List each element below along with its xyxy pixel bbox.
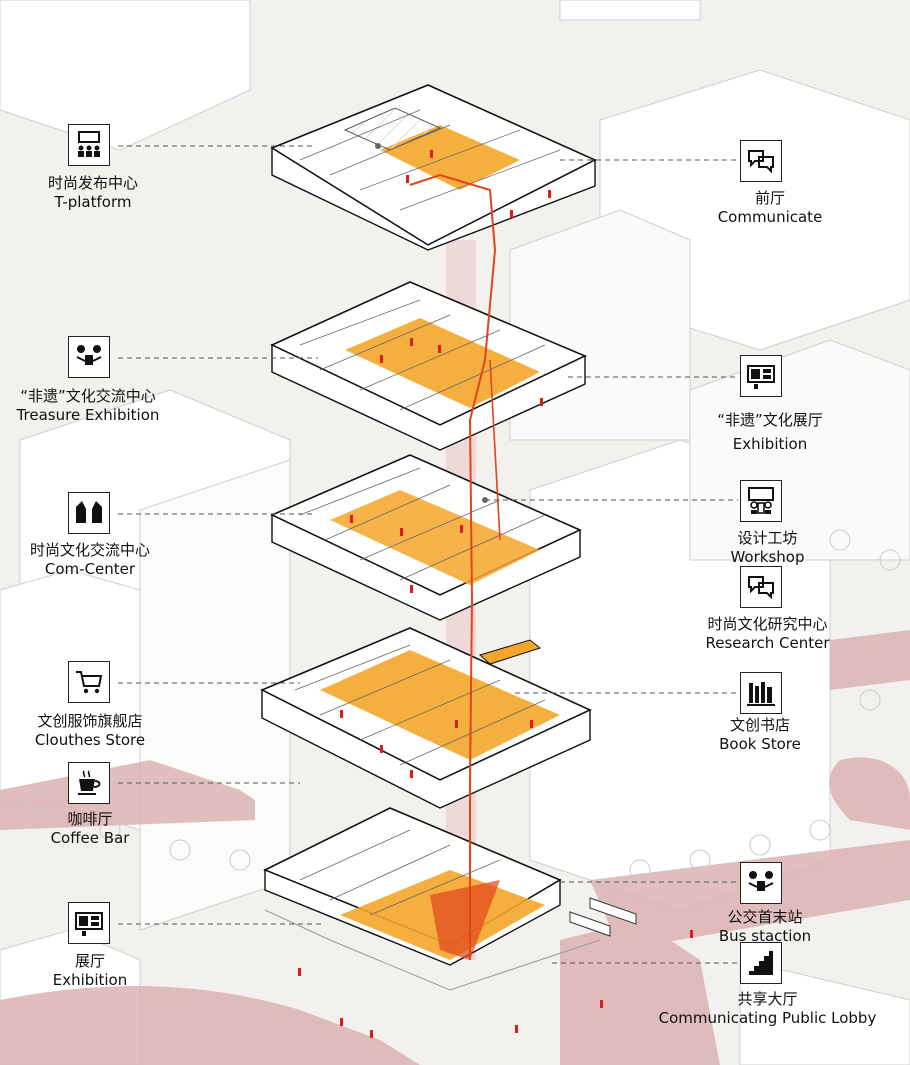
label-research-center: 时尚文化研究中心 Research Center [690,615,845,653]
leader-dot [375,143,381,149]
trees [29,529,901,881]
exhibition-board-icon [68,902,110,944]
label-en: Exhibition [52,971,128,989]
label-zh: 展厅 [74,952,105,970]
label-com-center: 时尚文化交流中心 Com-Center [10,541,170,579]
label-zh: 时尚发布中心 [47,174,138,192]
label-en: Communicate [717,208,823,226]
label-t-platform: 时尚发布中心 T-platform [18,174,168,212]
label-zh: 公交首末站 [727,908,803,926]
label-en: Research Center [705,634,830,652]
people-markers [298,150,773,1038]
label-en: Coffee Bar [50,829,130,847]
label-coffee-bar: 咖啡厅 Coffee Bar [10,810,170,848]
label-zh: 设计工坊 [737,529,798,547]
label-treasure-exhibition: “非遗”文化交流中心 Treasure Exhibition [0,387,176,425]
exhibition-board-icon [740,355,782,397]
label-zh: 文创服饰旗舰店 [37,712,143,730]
label-en: Communicating Public Lobby [658,1009,877,1027]
label-en: Book Store [719,735,801,753]
label-communicate: 前厅 Communicate [700,189,840,227]
label-en: Clouthes Store [34,731,146,749]
label-clothes-store: 文创服饰旗舰店 Clouthes Store [10,712,170,750]
shopping-cart-icon [68,661,110,703]
workshop-people-icon [740,480,782,522]
leader-lines [118,145,738,964]
label-book-store: 文创书店 Book Store [690,716,830,754]
label-exhibition-ground: 展厅 Exhibition [10,952,170,990]
roads [0,630,910,1065]
buses [569,897,637,937]
circulation-branch [489,359,501,541]
label-zh: 时尚文化交流中心 [29,541,150,559]
label-zh: “非遗”文化展厅 [717,411,823,429]
coffee-cup-icon [68,762,110,804]
speech-bubbles-icon [740,140,782,182]
label-zh: “非遗”文化交流中心 [20,387,156,405]
label-en: Exhibition [732,435,808,453]
exchange-people-icon [740,862,782,904]
floor-1 [263,807,601,991]
label-en: Workshop [730,548,805,566]
label-en: T-platform [54,193,132,211]
exchange-people-icon [68,336,110,378]
floor-3 [270,454,582,621]
label-en: Com-Center [44,560,136,578]
faces-dialogue-icon [68,492,110,534]
label-bus-station: 公交首末站 Bus staction [690,908,840,946]
label-zh: 前厅 [754,189,785,207]
stairs-icon [740,942,782,984]
label-workshop: 设计工坊 Workshop [690,529,845,567]
floor-5 [270,84,597,251]
label-zh: 共享大厅 [737,990,798,1008]
leader-dot [482,497,488,503]
label-en: Bus staction [718,927,812,945]
label-public-lobby: 共享大厅 Communicating Public Lobby [650,990,885,1028]
label-en: Treasure Exhibition [16,406,160,424]
label-zh: 咖啡厅 [67,810,113,828]
circulation-path [409,173,497,960]
floor-2 [260,627,592,809]
label-heritage-exhibition: “非遗”文化展厅 Exhibition [690,408,850,456]
label-zh: 时尚文化研究中心 [707,615,828,633]
label-zh: 文创书店 [729,716,790,734]
audience-presentation-icon [68,124,110,166]
speech-bubbles-icon [740,566,782,608]
books-icon [740,672,782,714]
